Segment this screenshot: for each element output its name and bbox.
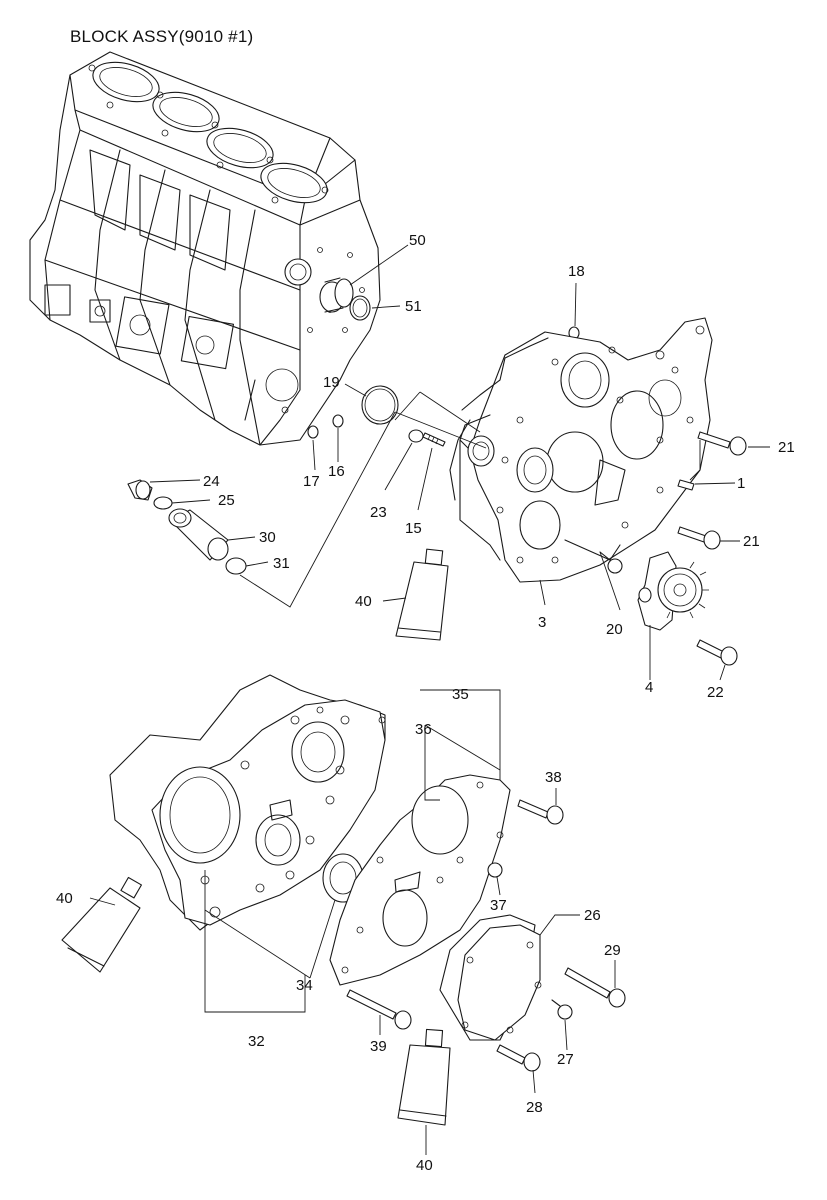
cover-plate-26 xyxy=(439,914,542,1041)
callout-38: 38 xyxy=(545,769,562,786)
callout-24: 24 xyxy=(203,473,220,490)
gear-case-gasket xyxy=(449,337,549,501)
stud-15 xyxy=(422,432,446,447)
bolt-28 xyxy=(496,1044,541,1072)
o-ring-51 xyxy=(349,295,371,321)
callout-3: 3 xyxy=(538,614,546,631)
callout-18: 18 xyxy=(568,263,585,280)
nut-23 xyxy=(408,429,424,443)
gear-case-3 xyxy=(459,317,713,583)
callout-4: 4 xyxy=(645,679,653,696)
callout-22: 22 xyxy=(707,684,724,701)
callout-16: 16 xyxy=(328,463,345,480)
callout-32: 32 xyxy=(248,1033,265,1050)
o-ring-25 xyxy=(153,496,173,510)
callout-40-upper: 40 xyxy=(355,593,372,610)
callout-50: 50 xyxy=(409,232,426,249)
callout-1: 1 xyxy=(737,475,745,492)
sealant-tube-40-bottom xyxy=(397,1028,451,1126)
diagram-title: BLOCK ASSY(9010 #1) xyxy=(70,27,254,46)
front-cover-32 xyxy=(151,699,386,926)
bolt-21-upper xyxy=(697,431,747,456)
sealant-tube-40-upper xyxy=(395,548,449,641)
callout-23: 23 xyxy=(370,504,387,521)
bushing-50 xyxy=(319,277,354,313)
callout-37: 37 xyxy=(490,897,507,914)
callout-31: 31 xyxy=(273,555,290,572)
o-ring-19 xyxy=(361,385,399,425)
oil-pump-4 xyxy=(637,551,709,631)
callout-19: 19 xyxy=(323,374,340,391)
front-cover-gasket-32 xyxy=(109,674,386,931)
plate-36 xyxy=(329,774,511,986)
callout-34: 34 xyxy=(296,977,313,994)
plug-24 xyxy=(127,479,153,501)
bolt-21-lower xyxy=(677,526,721,550)
bolt-22 xyxy=(696,639,738,666)
callout-26: 26 xyxy=(584,907,601,924)
callout-17: 17 xyxy=(303,473,320,490)
callout-labels: 50 51 18 19 21 1 17 16 24 25 23 15 30 31… xyxy=(56,232,795,1174)
pin-1 xyxy=(677,479,695,491)
callout-28: 28 xyxy=(526,1099,543,1116)
callout-39: 39 xyxy=(370,1038,387,1055)
callout-40-bottom: 40 xyxy=(416,1157,433,1174)
o-ring-16 xyxy=(332,414,344,428)
engine-block-drawing xyxy=(29,51,381,446)
bolt-38 xyxy=(517,799,564,825)
callout-29: 29 xyxy=(604,942,621,959)
sealant-tube-40-left xyxy=(61,876,142,973)
callout-21-lower: 21 xyxy=(743,533,760,550)
bolt-39 xyxy=(346,989,412,1030)
callout-20: 20 xyxy=(606,621,623,638)
bolt-37 xyxy=(487,862,503,878)
callout-30: 30 xyxy=(259,529,276,546)
adapter-30 xyxy=(168,508,229,561)
gear-case-seal xyxy=(467,435,495,467)
callout-35: 35 xyxy=(452,686,469,703)
callout-27: 27 xyxy=(557,1051,574,1068)
bolt-29 xyxy=(564,967,626,1008)
o-ring-31 xyxy=(225,557,247,575)
o-ring-17 xyxy=(307,425,319,439)
callout-36: 36 xyxy=(415,721,432,738)
callout-40-left: 40 xyxy=(56,890,73,907)
callout-15: 15 xyxy=(405,520,422,537)
callout-25: 25 xyxy=(218,492,235,509)
leader-lines xyxy=(89,244,770,1155)
callout-21-upper: 21 xyxy=(778,439,795,456)
callout-51: 51 xyxy=(405,298,422,315)
bolt-27 xyxy=(551,999,573,1020)
bolt-20 xyxy=(599,551,623,574)
